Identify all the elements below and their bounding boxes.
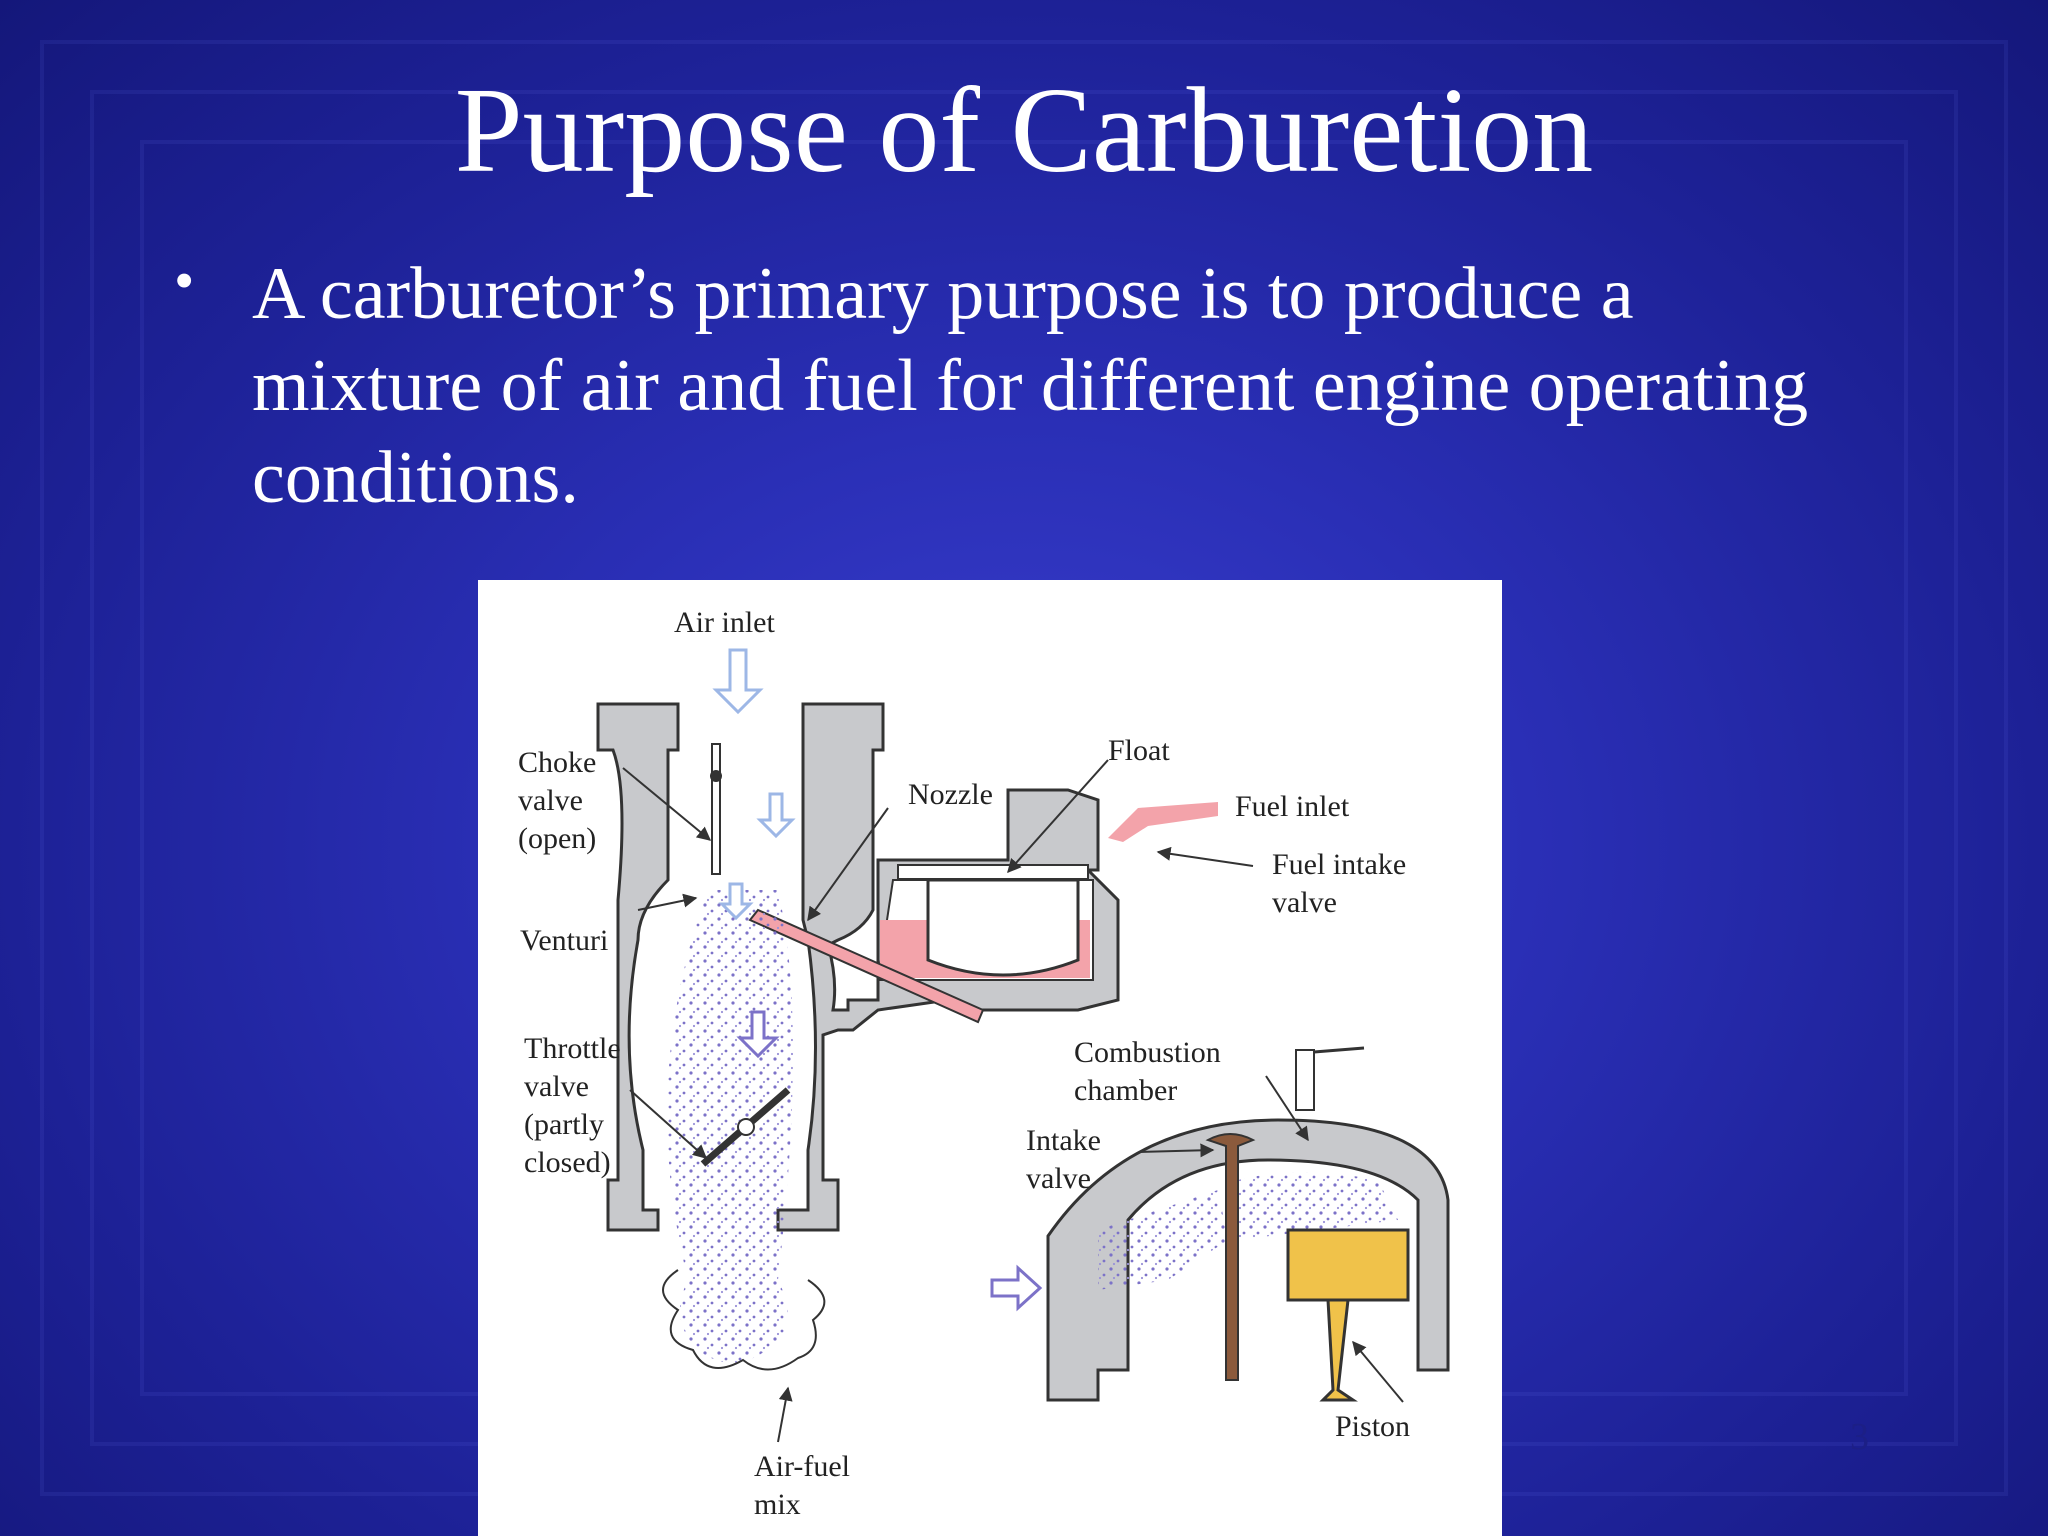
piston-leader: [1352, 1340, 1404, 1403]
choke-leader: [622, 767, 712, 841]
label-piston: Piston: [1335, 1410, 1410, 1443]
label-intake-valve: valve: [1026, 1162, 1091, 1195]
page-number: 3: [1850, 1416, 1869, 1458]
carburetor-diagram: Air inlet Choke valve (open) Nozzle Floa…: [478, 580, 1502, 1536]
combustion-mixture: [1238, 1172, 1398, 1240]
carburetor-diagram-svg: Air inlet Choke valve (open) Nozzle Floa…: [518, 606, 1450, 1521]
air-flow-arrow: [756, 792, 796, 839]
label-combustion: Combustion: [1074, 1036, 1221, 1069]
label-combustion: chamber: [1074, 1074, 1177, 1107]
fuel-inlet-pipe: [1108, 802, 1218, 842]
choke-pivot: [710, 770, 722, 782]
fuel-intake-leader: [1156, 846, 1254, 867]
label-fuel-intake: valve: [1272, 886, 1337, 919]
float: [926, 878, 1080, 977]
throttle-leader: [629, 1089, 708, 1159]
label-air-fuel-mix: Air-fuel: [754, 1450, 850, 1483]
cylinder-head: [1046, 1118, 1450, 1402]
label-air-inlet: Air inlet: [674, 606, 775, 639]
combustion-leader: [1265, 1075, 1309, 1142]
label-choke: (open): [518, 822, 596, 855]
bullet-marker: •: [174, 248, 195, 313]
label-throttle: valve: [524, 1070, 589, 1103]
label-choke: valve: [518, 784, 583, 817]
intake-valve: [1205, 1133, 1256, 1381]
label-intake-valve: Intake: [1026, 1124, 1101, 1157]
label-nozzle: Nozzle: [908, 778, 993, 811]
label-throttle: Throttle: [524, 1032, 621, 1065]
intake-port: [1098, 1190, 1228, 1290]
float-leader: [1007, 759, 1109, 874]
connecting-rod: [1319, 1298, 1358, 1402]
intake-valve-leader: [1139, 1143, 1215, 1158]
air-inlet-arrow: [712, 648, 764, 715]
slide-title: Purpose of Carburetion: [454, 63, 1594, 198]
transfer-arrow: [990, 1264, 1043, 1312]
piston-body: [1286, 1228, 1410, 1302]
label-fuel-intake: Fuel intake: [1272, 848, 1406, 881]
label-throttle: (partly: [524, 1108, 604, 1141]
bullet-text: A carburetor’s primary purpose is to pro…: [252, 253, 1809, 519]
label-float: Float: [1108, 734, 1170, 767]
float-arm: [897, 864, 1089, 880]
label-throttle: closed): [524, 1146, 611, 1179]
nozzle-leader: [807, 807, 889, 922]
air-fuel-cloud: [662, 1269, 826, 1371]
label-air-fuel-mix: mix: [754, 1488, 801, 1521]
air-fuel-stream: [667, 890, 793, 1363]
airfuel-leader: [777, 1386, 793, 1443]
choke-valve: [711, 743, 721, 875]
label-venturi: Venturi: [520, 924, 608, 957]
label-choke: Choke: [518, 746, 596, 779]
label-fuel-inlet: Fuel inlet: [1235, 790, 1350, 823]
air-flow-arrow: [718, 882, 754, 921]
venturi-leader: [637, 893, 698, 911]
mixture-flow-arrow: [736, 1010, 780, 1059]
spark-plug-terminal: [1313, 1046, 1365, 1054]
spark-plug: [1295, 1049, 1315, 1111]
